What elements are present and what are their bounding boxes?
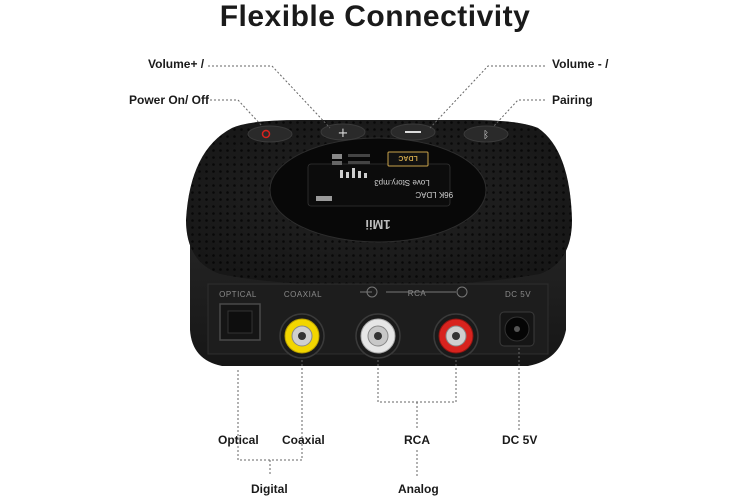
label-analog: Analog <box>398 482 439 496</box>
panel-label-coaxial: COAXIAL <box>284 290 322 299</box>
equalizer-bars-icon <box>340 168 367 178</box>
ldac-badge-icon <box>387 151 429 167</box>
rca-right-port <box>433 313 479 359</box>
bluetooth-icon: ᛒ <box>483 130 489 141</box>
plus-icon: + <box>338 126 349 141</box>
dc-power-port <box>499 311 535 347</box>
label-volume-down: Volume - / <box>552 57 609 71</box>
label-pairing: Pairing <box>552 93 593 107</box>
label-coaxial: Coaxial <box>282 433 325 447</box>
label-dc: DC 5V <box>502 433 538 447</box>
panel-label-dc: DC 5V <box>505 290 531 299</box>
label-digital: Digital <box>251 482 288 496</box>
label-volume-up: Volume+ / <box>148 57 205 71</box>
rca-left-port <box>355 313 401 359</box>
display-track-name: Love Story.mp3 <box>374 178 430 187</box>
pairing-button[interactable] <box>463 125 509 143</box>
panel-label-rca: RCA <box>408 289 427 298</box>
brand-logo: 1Mii <box>365 217 390 232</box>
label-rca: RCA <box>404 433 430 447</box>
minus-icon <box>405 131 421 133</box>
label-power: Power On/ Off <box>129 93 210 107</box>
label-optical: Optical <box>218 433 259 447</box>
power-icon <box>261 129 271 139</box>
page-title: Flexible Connectivity <box>219 0 531 33</box>
volume-up-button[interactable] <box>320 123 366 141</box>
coaxial-port <box>279 313 325 359</box>
display-codec: LDAC <box>415 190 437 199</box>
ldac-badge-text: LDAC <box>398 154 417 161</box>
panel-label-optical: OPTICAL <box>219 290 257 299</box>
display-sample-rate: 96K <box>438 190 453 199</box>
